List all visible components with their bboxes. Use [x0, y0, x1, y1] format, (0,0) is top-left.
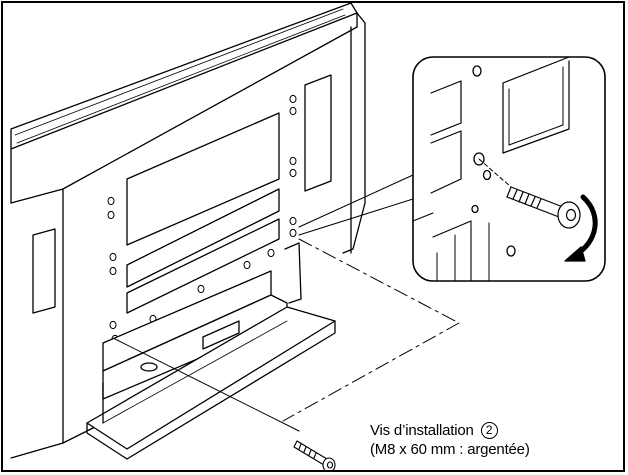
- callout-line1: Vis d’installation: [370, 422, 474, 439]
- installation-diagram: [10, 3, 606, 470]
- stand-bracket: [86, 242, 336, 460]
- alignment-dashed-lines: [282, 238, 460, 422]
- callout-line2: (M8 x 60 mm : argentée): [370, 441, 530, 458]
- inset-screw-icon: [506, 186, 581, 229]
- rotation-arrow-icon: [564, 194, 598, 262]
- part-number-badge: 2: [480, 422, 498, 439]
- inset-alignment-line: [478, 158, 512, 188]
- screw-callout: Vis d’installation 2 (M8 x 60 mm : argen…: [370, 421, 530, 459]
- zoom-inset: [412, 56, 606, 282]
- screw-icon: [293, 440, 336, 470]
- zoom-leader-lines: [298, 174, 414, 236]
- screw-leader-line: [114, 338, 300, 432]
